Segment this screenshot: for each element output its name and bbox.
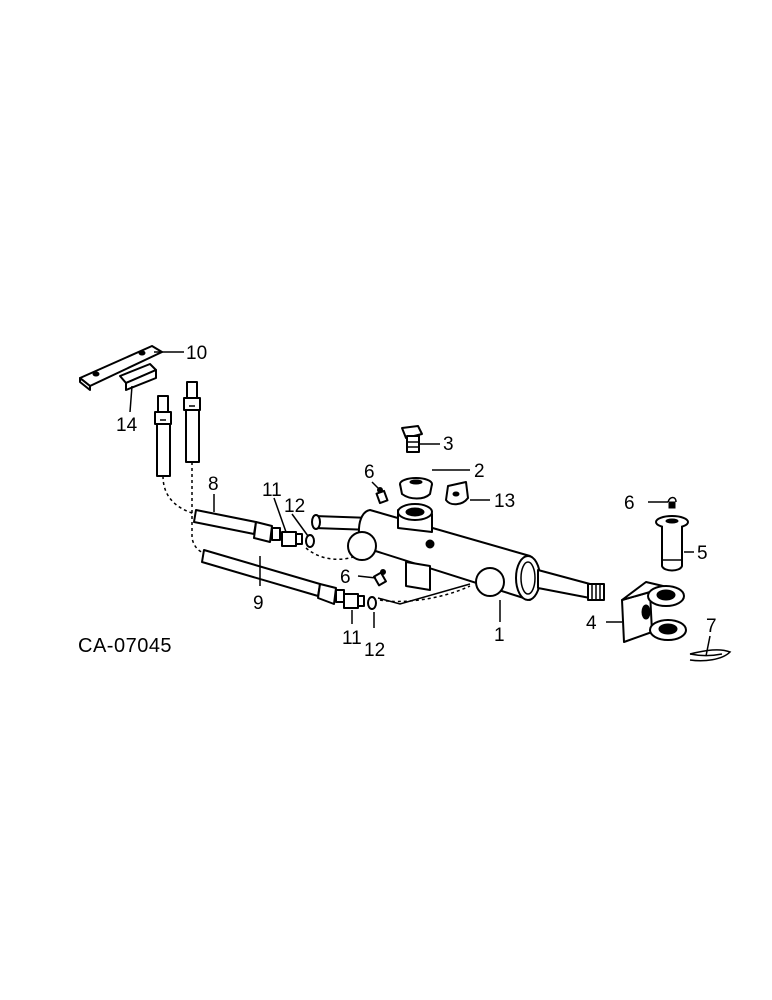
- clip-part-13: [445, 481, 469, 506]
- o-ring-part-12-lower: [367, 596, 377, 610]
- callout-13: 13: [494, 491, 515, 512]
- callout-3: 3: [443, 434, 454, 455]
- callout-6-right: 6: [624, 493, 635, 514]
- mounting-plate-part-10: [79, 345, 163, 391]
- callout-10: 10: [186, 343, 207, 364]
- pin-part-5: [655, 515, 689, 572]
- hose-fitting-left: [154, 395, 172, 477]
- callout-labels: 10 14 3 2 6 13 6 6 5 4 7 1 8 9 11 12 11 …: [116, 343, 717, 661]
- clevis-part-4: [621, 581, 687, 643]
- adapter-part-11-lower: [343, 593, 365, 609]
- adapter-part-11-upper: [281, 531, 303, 547]
- callout-11-upper: 11: [262, 480, 282, 501]
- callout-12-lower: 12: [364, 640, 385, 661]
- callout-14: 14: [116, 415, 138, 436]
- callout-6-middle: 6: [340, 567, 351, 588]
- grease-fitting-part-6-upper: [375, 487, 389, 505]
- callout-6-upper: 6: [364, 462, 375, 483]
- leader-lines: [129, 351, 711, 657]
- cylinder-part-1: [311, 503, 605, 605]
- callout-5: 5: [697, 543, 708, 564]
- callout-7: 7: [706, 616, 717, 637]
- bracket-part-14: [119, 363, 157, 391]
- grease-fitting-part-6-right: [667, 496, 677, 509]
- figure-reference: CA-07045: [78, 635, 172, 657]
- callout-1: 1: [494, 625, 505, 646]
- bolt-part-3: [401, 425, 423, 453]
- hose-part-9: [201, 549, 345, 605]
- hairpin-part-7: [689, 649, 732, 662]
- spacer-part-2: [399, 477, 433, 500]
- callout-12-upper: 12: [284, 496, 305, 517]
- hose-part-8: [193, 509, 281, 543]
- callout-2: 2: [474, 461, 485, 482]
- o-ring-part-12-upper: [305, 534, 315, 548]
- callout-8: 8: [208, 474, 219, 495]
- callout-11-lower: 11: [342, 628, 362, 649]
- hose-fitting-right: [183, 381, 201, 463]
- grease-fitting-part-6-middle: [373, 569, 387, 587]
- callout-9: 9: [253, 593, 264, 614]
- callout-4: 4: [586, 613, 597, 634]
